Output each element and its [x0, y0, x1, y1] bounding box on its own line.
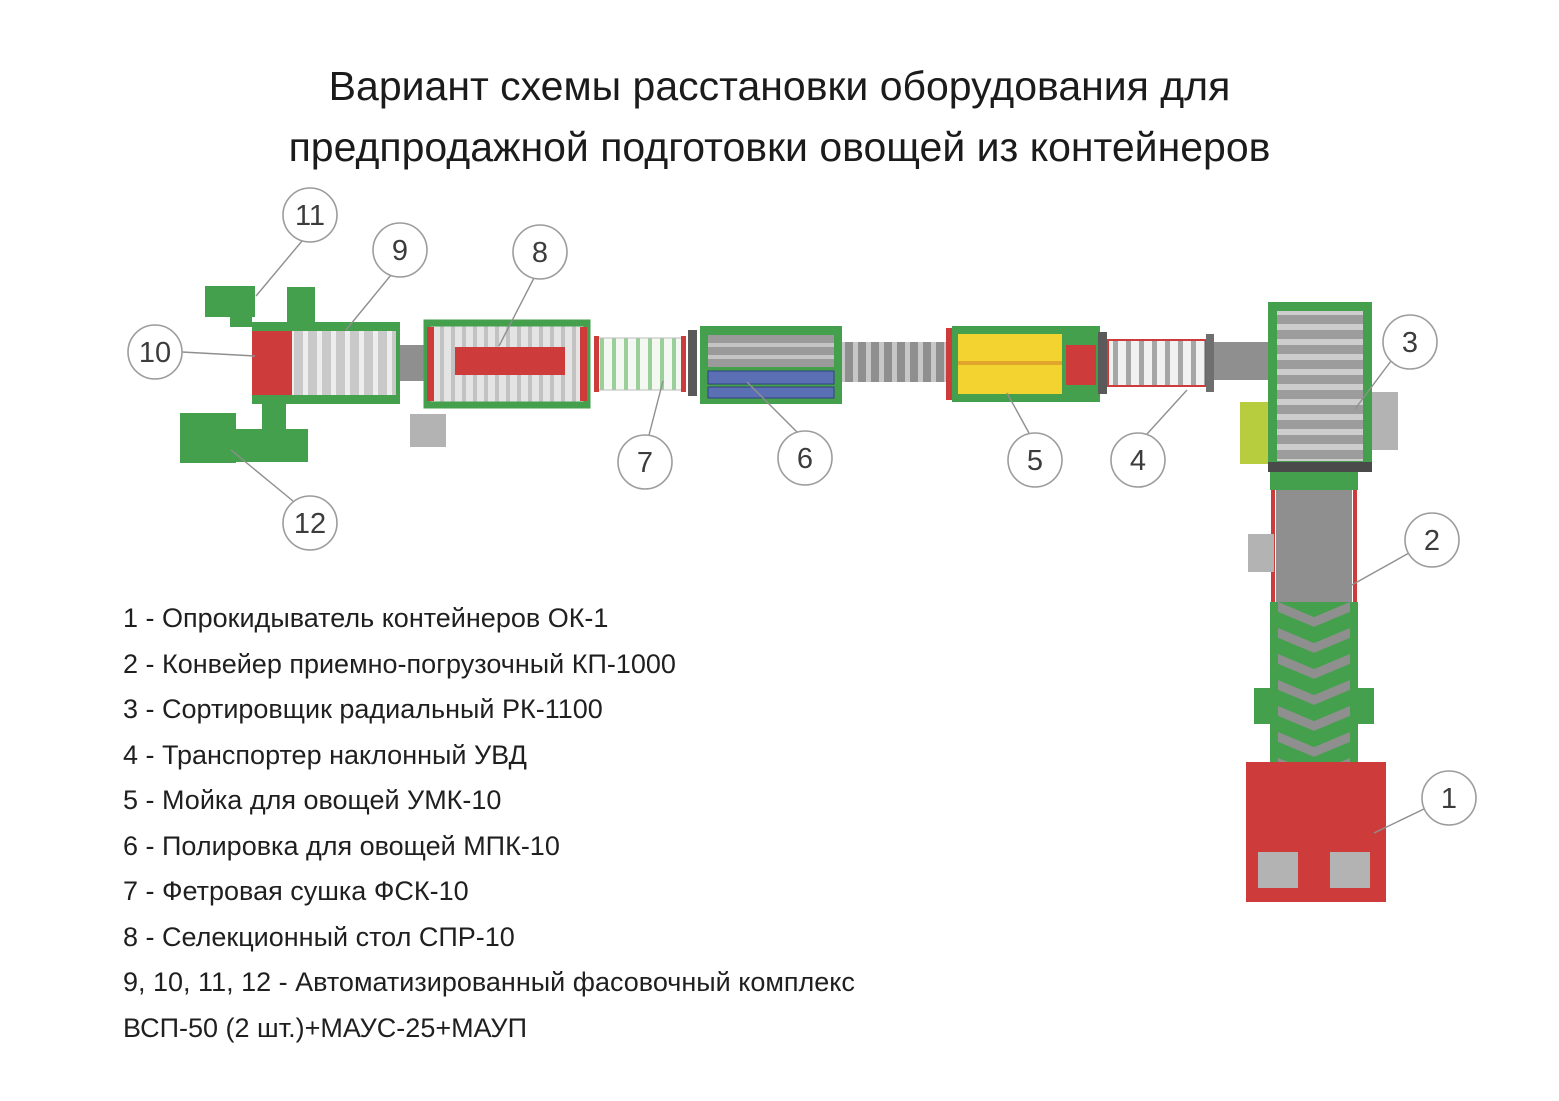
callout-9: 9: [345, 222, 428, 331]
callout-4-number: 4: [1130, 445, 1146, 477]
callout-4-leader: [1146, 389, 1188, 435]
callout-6-leader: [746, 381, 798, 433]
callout-10-number: 10: [139, 337, 171, 369]
callout-1-circle: [1421, 770, 1477, 826]
radial-sorter: [1240, 302, 1398, 472]
callout-1-number: 1: [1441, 783, 1457, 815]
washer: [946, 326, 1100, 402]
callout-8: 8: [498, 224, 568, 347]
legend-item-1: 1 - Опрокидыватель контейнеров ОК-1: [123, 603, 609, 633]
callout-5: 5: [1006, 392, 1063, 488]
callout-2: 2: [1331, 512, 1460, 597]
callout-6-number: 6: [797, 443, 813, 475]
callout-9-circle: [372, 222, 428, 278]
callout-5-number: 5: [1027, 445, 1043, 477]
callout-7-number: 7: [637, 447, 653, 479]
callout-4-circle: [1110, 432, 1166, 488]
callout-12: 12: [230, 449, 338, 551]
legend-item-5: 5 - Мойка для овощей УМК-10: [123, 785, 502, 815]
callout-2-leader: [1331, 552, 1410, 597]
loading-conveyor: [1248, 472, 1374, 762]
callout-11: 11: [255, 187, 338, 297]
page-title-line1: Вариант схемы расстановки оборудования д…: [328, 63, 1231, 109]
polisher: [700, 326, 842, 404]
callout-7-circle: [617, 434, 673, 490]
legend-item-6: 6 - Полировка для овощей МПК-10: [123, 830, 560, 861]
inclined-transporter: [1098, 332, 1270, 394]
legend-item-2: 2 - Конвейер приемно-погрузочный КП-1000: [123, 648, 676, 679]
callout-5-circle: [1007, 432, 1063, 488]
legend-item-7: 7 - Фетровая сушка ФСК-10: [123, 876, 469, 906]
legend-item-10: ВСП-50 (2 шт.)+МАУС-25+МАУП: [123, 1012, 527, 1043]
callout-7: 7: [617, 380, 673, 490]
callout-9-number: 9: [392, 235, 408, 267]
conveyor-shaft: [842, 342, 946, 382]
callout-3: 3: [1354, 314, 1438, 410]
legend: 1 - Опрокидыватель контейнеров ОК-1 2 - …: [123, 596, 855, 1051]
callout-3-number: 3: [1402, 327, 1418, 359]
callout-6: 6: [746, 381, 833, 486]
callout-10-circle: [127, 324, 183, 380]
callout-9-leader: [345, 274, 392, 331]
selection-table: [423, 319, 591, 409]
callout-8-leader: [498, 277, 535, 347]
callout-5-leader: [1006, 392, 1030, 434]
callout-1: 1: [1373, 770, 1477, 834]
callout-8-circle: [512, 224, 568, 280]
callout-1-leader: [1373, 808, 1425, 834]
callout-11-leader: [255, 240, 303, 297]
legend-item-8: 8 - Селекционный стол СПР-10: [123, 921, 515, 952]
callout-7-leader: [648, 380, 664, 436]
callout-4: 4: [1110, 389, 1188, 488]
packing-complex: [180, 286, 446, 463]
callout-11-number: 11: [295, 200, 325, 232]
felt-dryer: [594, 330, 697, 396]
legend-item-4: 4 - Транспортер наклонный УВД: [123, 739, 527, 770]
container-tipper: [1246, 762, 1386, 902]
legend-item-9: 9, 10, 11, 12 - Автоматизированный фасов…: [123, 967, 855, 997]
callout-8-number: 8: [532, 237, 548, 269]
callout-3-circle: [1382, 314, 1438, 370]
callout-6-circle: [777, 430, 833, 486]
callout-10: 10: [127, 324, 256, 380]
callout-10-leader: [181, 351, 256, 357]
callout-11-circle: [282, 187, 338, 243]
callout-3-leader: [1354, 360, 1392, 410]
callout-12-number: 12: [294, 508, 326, 540]
callout-2-circle: [1404, 512, 1460, 568]
page-title-line2: предпродажной подготовки овощей из конте…: [288, 124, 1271, 170]
legend-item-3: 3 - Сортировщик радиальный РК-1100: [123, 694, 603, 724]
callout-2-number: 2: [1424, 525, 1440, 557]
callout-12-leader: [230, 449, 294, 502]
callout-12-circle: [282, 495, 338, 551]
page-title: Вариант схемы расстановки оборудования д…: [0, 56, 1559, 178]
